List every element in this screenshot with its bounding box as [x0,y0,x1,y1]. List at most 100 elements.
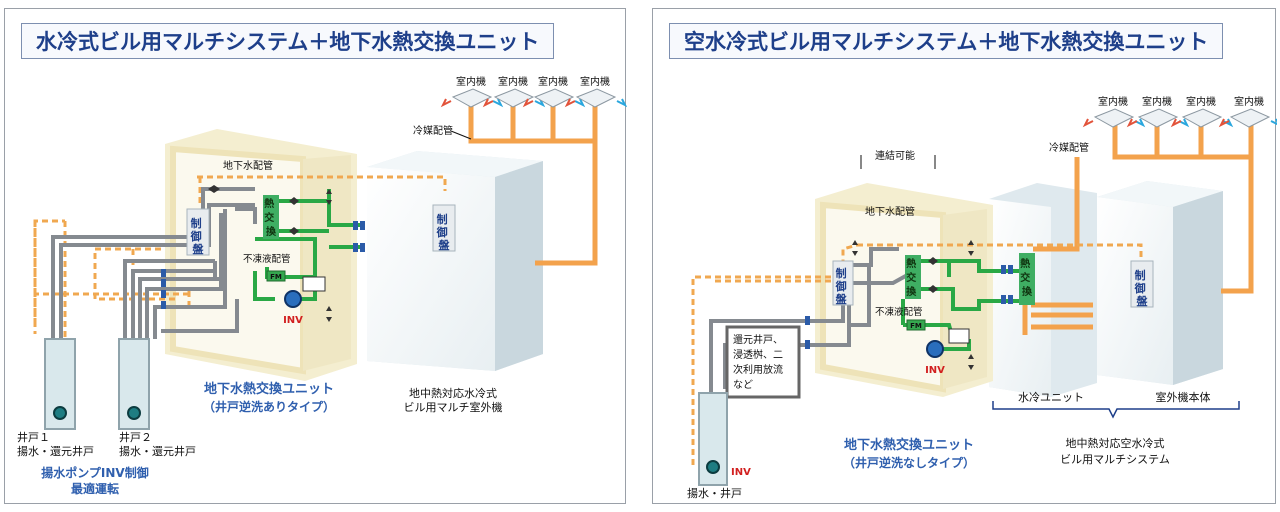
right-cp1-c1: 制 [836,266,847,280]
right-indoor-unit-3: 室内機 [1170,95,1234,128]
pump-note-line2: 最適運転 [71,481,119,496]
right-indoor-label-3: 室内機 [1186,95,1216,108]
hx1-c2: 交 [906,271,916,284]
left-inv-label: INV [283,315,303,326]
left-cp2-c1: 制 [437,212,448,226]
right-cp1-c2: 御 [835,279,847,293]
control-panel-unit [832,260,854,306]
left-unit-name: 地下水熱交換ユニット [204,381,334,397]
valve-icons [852,240,974,370]
svg-text:制 御 盤: 制 御 盤 [436,212,452,252]
left-groundwater-pipe-label: 地下水配管 [223,159,273,172]
left-unit-sub: （井戸逆洗ありタイプ） [203,399,335,414]
left-panel: 水冷式ビル用マルチシステム＋地下水熱交換ユニット 室内機室内機室内機室内機 [4,8,627,504]
left-indoor-label-4: 室内機 [580,75,610,88]
heat-exchanger-unit [905,255,921,299]
indoor-units: 室内機室内機室内機室内機 [440,75,627,108]
left-cp2-c2: 御 [436,225,448,239]
discharge-l4: など [733,379,753,391]
discharge-l2: 浸透桝、二 [733,348,783,361]
control-panel-outdoor [1130,260,1154,308]
left-antifreeze-pipe-label: 不凍液配管 [243,253,291,265]
left-indoor-unit-4: 室内機 [564,75,627,108]
right-cp2-c3: 盤 [1136,294,1149,308]
system-brace [992,401,1240,419]
left-cp2-c3: 盤 [438,238,451,252]
right-inv-label-unit: INV [925,365,945,376]
left-diagram: 室内機室内機室内機室内機 [17,75,627,496]
well-2 [118,338,150,430]
right-inv-label-well: INV [731,467,751,478]
right-indoor-unit-2: 室内機 [1126,95,1190,128]
right-unit-sub: （井戸逆洗なしタイプ） [843,455,975,470]
hx2-c3: 換 [1022,285,1033,298]
pipe-connectors [161,221,365,309]
heat-exchanger-water-unit [1019,253,1035,305]
right-water-unit-label: 水冷ユニット [1018,391,1084,404]
right-system-l1: 地中熱対応空水冷式 [1066,436,1165,450]
left-indoor-unit-2: 室内機 [482,75,546,108]
well1-line1: 井戸１ [17,430,50,444]
well2-line1: 井戸２ [119,430,152,444]
left-refrigerant-pipe-label: 冷媒配管 [413,124,453,137]
hx-char-1: 熱 [264,197,274,210]
pump-icon [284,290,302,308]
left-indoor-label-2: 室内機 [498,75,528,88]
control-panel-unit [186,208,210,256]
right-cp2-c2: 御 [1134,281,1146,295]
right-groundwater-pipe-label: 地下水配管 [865,205,915,218]
svg-text:還元井戸、 浸透桝、二 次利用放流: 還元井戸、 浸透桝、二 次利用放流 など [733,333,786,391]
signal-lines [691,243,1143,469]
pump-note-line1: 揚水ポンプINV制御 [41,465,148,480]
water-unit-box [989,183,1097,397]
right-panel: 空水冷式ビル用マルチシステム＋地下水熱交換ユニット [652,8,1277,504]
heat-exchanger [263,195,279,239]
right-diagram: 室内機室内機室内機室内機 熱 交 換 [687,95,1277,500]
left-title: 水冷式ビル用マルチシステム＋地下水熱交換ユニット [21,23,555,59]
hx-char-3: 換 [266,225,277,238]
right-cp2-c1: 制 [1135,268,1146,282]
hx2-c2: 交 [1020,271,1030,284]
right-unit-name: 地下水熱交換ユニット [844,437,974,453]
hx1-c1: 熱 [906,257,916,270]
discharge-l1: 還元井戸、 [733,333,783,346]
outdoor-body-box [1097,181,1223,385]
well2-line2: 揚水・還元井戸 [119,444,196,458]
well-1 [44,338,76,430]
outdoor-unit [367,151,543,371]
svg-text:制 御 盤 制: 制 御 盤 制 御 盤 [835,266,1150,308]
control-panel-outdoor [432,204,456,252]
right-antifreeze-pipe-label: 不凍液配管 [875,306,923,318]
right-indoor-label-4: 室内機 [1234,95,1264,108]
hx2-c1: 熱 [1020,257,1030,270]
right-system-l2: ビル用マルチシステム [1060,453,1170,466]
well [698,392,728,486]
left-indoor-unit-3: 室内機 [522,75,586,108]
expansion-tank [302,276,326,292]
flow-meter [906,319,926,331]
left-indoor-unit-1: 室内機 [440,75,504,108]
right-indoor-unit-4: 室内機 [1218,95,1277,128]
flow-meter [266,270,286,282]
discharge-l3: 次利用放流 [733,363,783,376]
hx-char-2: 交 [264,211,274,224]
right-connectable-label: 連結可能 [875,149,915,162]
refrigerant-pipes [468,105,598,266]
refrigerant-pipes [1022,125,1254,335]
right-well-label: 揚水・井戸 [687,486,742,500]
right-indoor-unit-1: 室内機 [1082,95,1146,128]
left-cp1-c1: 制 [191,216,202,230]
hx1-c3: 換 [906,285,917,298]
right-indoor-label-1: 室内機 [1098,95,1128,108]
right-refrigerant-pipe-label: 冷媒配管 [1049,141,1089,154]
right-title: 空水冷式ビル用マルチシステム＋地下水熱交換ユニット [669,23,1224,59]
left-cp1-c3: 盤 [192,242,205,256]
left-cp1-c2: 御 [190,229,202,243]
left-indoor-label-3: 室内機 [538,75,568,88]
right-cp1-c3: 盤 [835,292,848,306]
expansion-tank [948,328,970,344]
valve-icons [208,185,332,322]
svg-text:制 御 盤: 制 御 盤 [190,216,206,256]
left-fm-label: FM [270,273,282,281]
svg-text:熱 交 換 熱: 熱 交 換 熱 交 換 [906,257,1033,298]
